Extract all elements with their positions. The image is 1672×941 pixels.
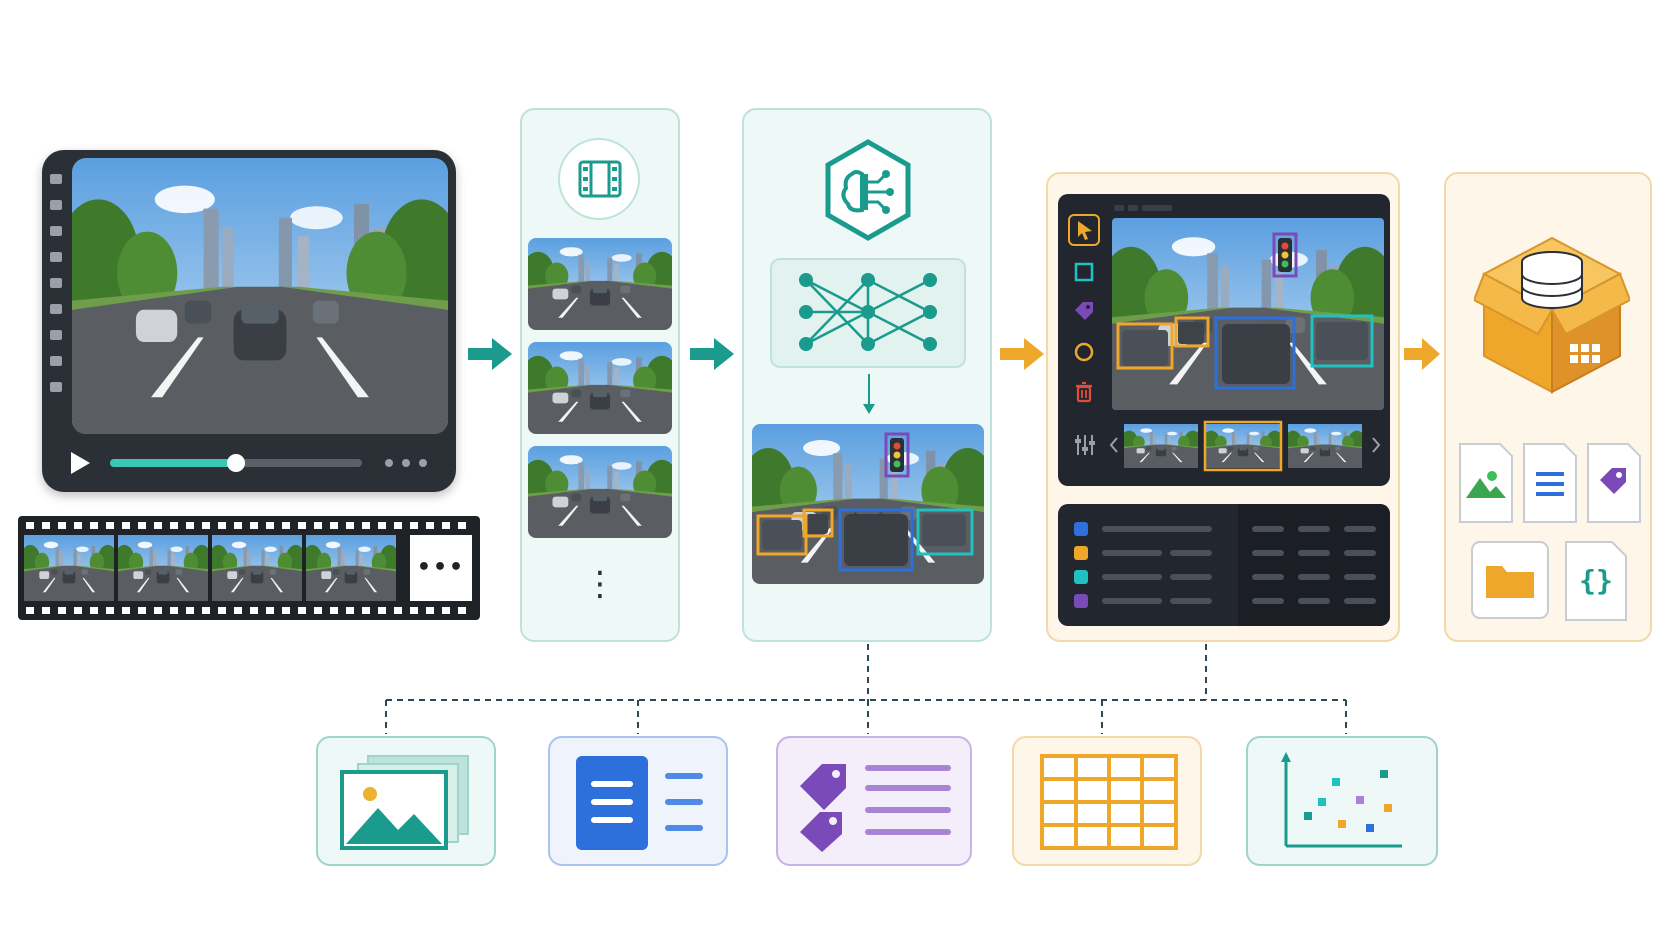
table-icon xyxy=(1038,752,1180,852)
json-glyph: {} xyxy=(1579,564,1613,597)
images-icon xyxy=(338,752,478,852)
filmstrip: ••• xyxy=(18,516,480,620)
tool-sidebar xyxy=(1066,210,1104,420)
annotation-box-amber xyxy=(1174,316,1210,348)
film-more-frame[interactable]: ••• xyxy=(410,535,472,601)
more-dots-icon[interactable] xyxy=(382,456,432,470)
video-player[interactable] xyxy=(42,150,456,492)
document-icon xyxy=(572,754,708,852)
extracted-frame xyxy=(528,342,672,434)
editor-titlebar xyxy=(1114,204,1384,212)
timeline-selected-frame xyxy=(1203,420,1283,472)
annotation-canvas[interactable] xyxy=(1112,218,1384,410)
detection-box-amber xyxy=(802,508,834,538)
detection-box-purple xyxy=(884,432,910,478)
timeline-strip[interactable] xyxy=(1122,420,1364,472)
progress-fill xyxy=(110,459,236,467)
timeline-next-icon[interactable] xyxy=(1370,434,1382,456)
labels-output[interactable] xyxy=(776,736,972,866)
detection-frame xyxy=(752,424,984,584)
play-icon[interactable] xyxy=(68,450,92,476)
circle-tool-icon[interactable] xyxy=(1068,336,1100,368)
scatter-plot-icon xyxy=(1276,752,1406,852)
annotation-editor xyxy=(1058,194,1390,486)
film-perforation-left xyxy=(48,170,64,420)
images-output[interactable] xyxy=(316,736,496,866)
delete-tool-icon[interactable] xyxy=(1068,376,1100,408)
film-frame xyxy=(212,535,302,601)
progress-knob[interactable] xyxy=(227,454,245,472)
image-file-icon xyxy=(1458,442,1514,524)
flow-arrow xyxy=(998,336,1046,372)
cursor-tool-icon[interactable] xyxy=(1068,214,1100,246)
video-frame xyxy=(72,158,448,434)
more-frames-ellipsis: ⋮ xyxy=(583,564,617,604)
timeline-settings-icon[interactable] xyxy=(1070,430,1100,460)
text-file-icon xyxy=(1522,442,1578,524)
film-frame xyxy=(306,535,396,601)
documents-output[interactable] xyxy=(548,736,728,866)
detection-box-blue xyxy=(838,508,914,572)
film-icon xyxy=(558,138,640,220)
flow-arrow xyxy=(466,336,514,372)
annotation-box-blue xyxy=(1214,316,1296,390)
scatter-output[interactable] xyxy=(1246,736,1438,866)
neural-network-icon xyxy=(770,258,966,368)
tag-tool-icon[interactable] xyxy=(1068,296,1100,328)
database-box-icon xyxy=(1474,228,1630,398)
extracted-frame xyxy=(528,446,672,538)
film-frame xyxy=(118,535,208,601)
ai-brain-icon xyxy=(822,138,914,242)
annotation-box-cyan xyxy=(1310,314,1374,368)
box-tool-icon[interactable] xyxy=(1068,256,1100,288)
progress-bar[interactable] xyxy=(110,454,362,472)
json-file-icon: {} xyxy=(1564,540,1628,622)
tags-list-icon xyxy=(796,756,956,852)
flow-arrow xyxy=(1402,336,1442,372)
extracted-frame xyxy=(528,238,672,330)
tables-output[interactable] xyxy=(1012,736,1202,866)
down-arrow-icon xyxy=(859,372,879,416)
flow-arrow xyxy=(688,336,736,372)
detection-box-cyan xyxy=(916,508,974,556)
timeline-prev-icon[interactable] xyxy=(1108,434,1120,456)
export-panel: {} xyxy=(1444,172,1652,642)
film-frame xyxy=(24,535,114,601)
annotation-box-amber xyxy=(1116,322,1174,370)
annotation-box-purple xyxy=(1272,232,1298,278)
label-list-panel xyxy=(1058,504,1390,626)
annotation-tool-panel xyxy=(1046,172,1400,642)
ai-detection-panel xyxy=(742,108,992,642)
frame-extraction-panel: ⋮ xyxy=(520,108,680,642)
tag-file-icon xyxy=(1586,442,1642,524)
folder-icon xyxy=(1470,540,1552,622)
